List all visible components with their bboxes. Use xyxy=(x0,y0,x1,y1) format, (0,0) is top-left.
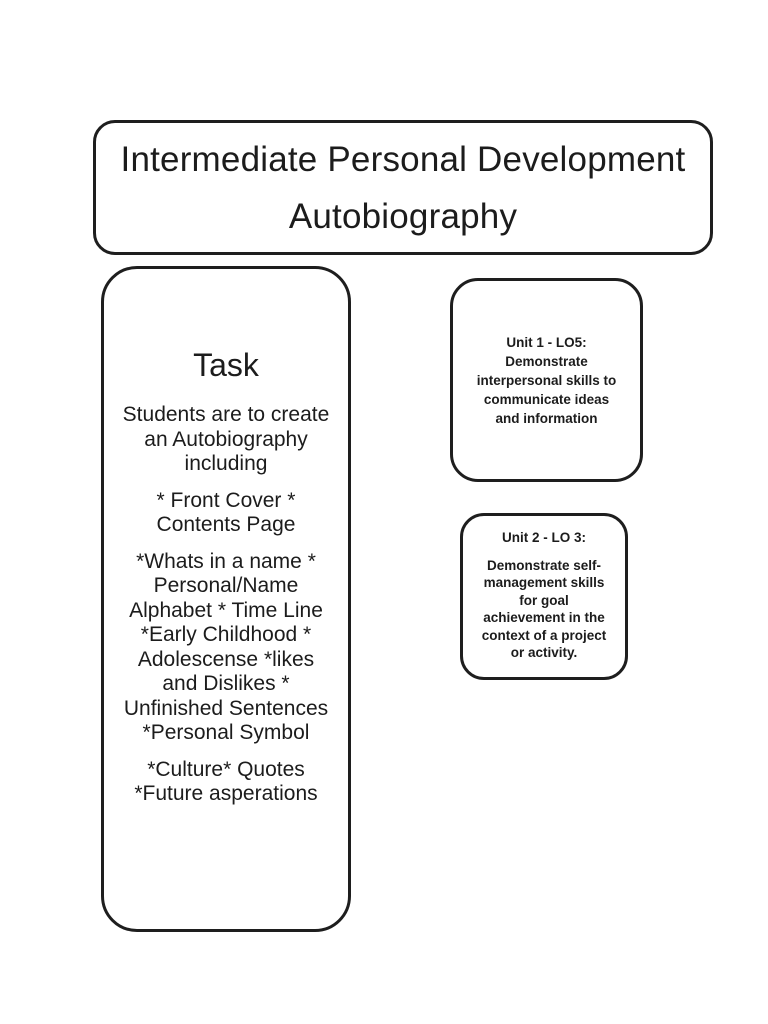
unit2-body: Demonstrate self- management skills for … xyxy=(481,557,607,661)
task-heading: Task xyxy=(193,347,259,383)
page-title: Intermediate Personal Development Autobi… xyxy=(120,139,686,236)
task-paragraph-culture-quotes: *Culture* Quotes *Future asperations xyxy=(134,757,318,806)
unit1-box: Unit 1 - LO5: Demonstrate interpersonal … xyxy=(450,278,643,482)
unit2-heading: Unit 2 - LO 3: xyxy=(502,530,586,545)
unit1-heading: Unit 1 - LO5: xyxy=(506,334,587,350)
unit2-box: Unit 2 - LO 3: Demonstrate self- managem… xyxy=(460,513,628,680)
task-paragraph-intro: Students are to create an Autobiography … xyxy=(122,403,330,475)
title-box: Intermediate Personal Development Autobi… xyxy=(93,120,713,255)
task-paragraph-items: *Whats in a name * Personal/Name Alphabe… xyxy=(123,549,329,745)
unit1-body: Demonstrate interpersonal skills to comm… xyxy=(476,353,617,426)
task-paragraph-cover-contents: * Front Cover * Contents Page xyxy=(156,488,296,537)
task-box: Task Students are to create an Autobiogr… xyxy=(101,266,351,932)
